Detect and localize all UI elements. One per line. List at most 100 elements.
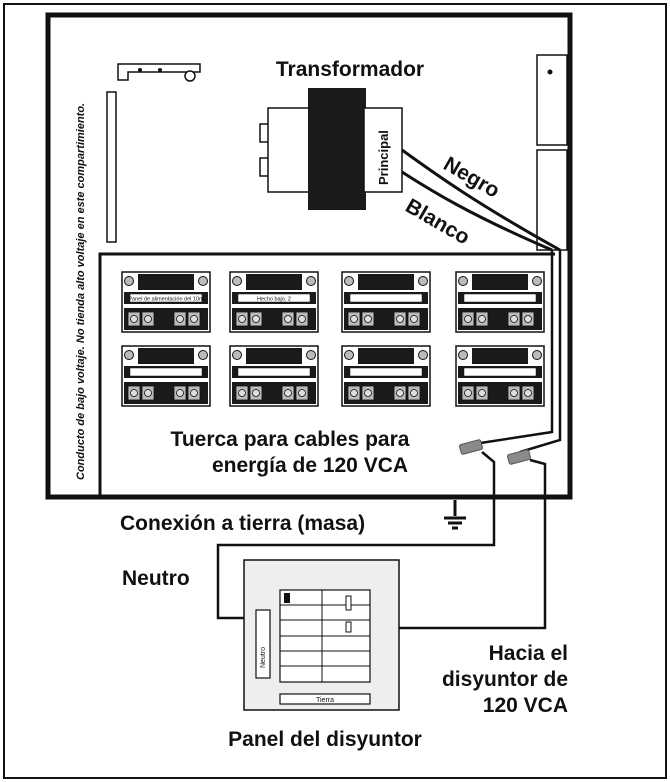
module-top-block: [246, 274, 302, 290]
module-terminal-screw: [524, 315, 532, 323]
module-terminal-screw: [176, 389, 184, 397]
module-terminal-screw: [238, 315, 246, 323]
hot-wire: [356, 458, 547, 630]
module-label-field: [129, 367, 203, 377]
module-terminal-screw: [144, 389, 152, 397]
wire-nut-label-1: Tuerca para cables para: [171, 428, 410, 451]
module-terminal-screw: [464, 389, 472, 397]
power-module: Panel de alimentación del 10m: [121, 271, 211, 333]
module-label-field: [349, 293, 423, 303]
module-label-field: [237, 367, 311, 377]
power-module: [455, 271, 545, 333]
bracket-screw: [184, 70, 196, 82]
module-label-field: [463, 293, 537, 303]
module-terminal-screw: [478, 315, 486, 323]
power-module: [229, 345, 319, 407]
module-terminal-screw: [252, 389, 260, 397]
module-screw: [532, 350, 542, 360]
module-terminal-screw: [238, 389, 246, 397]
power-module: [121, 345, 211, 407]
mount-bracket: [117, 63, 201, 81]
bracket-screw: [158, 68, 162, 72]
module-terminal-screw: [464, 315, 472, 323]
panel-ground-label: Tierra: [316, 697, 334, 704]
module-top-block: [246, 348, 302, 364]
module-screw: [306, 350, 316, 360]
left-rail: [106, 91, 117, 243]
door-latch: [536, 54, 568, 146]
enclosure: [45, 12, 573, 500]
side-note: Conducto de bajo voltaje. No tienda alto…: [75, 103, 87, 480]
module-terminal-screw: [144, 315, 152, 323]
breaker-switch: [345, 621, 352, 633]
module-label: Hecho bajo. 2: [257, 297, 291, 303]
module-top-block: [138, 348, 194, 364]
transformer-primary-coil: [363, 107, 403, 193]
latch-lower: [536, 149, 568, 251]
power-module: [341, 271, 431, 333]
module-terminal-screw: [252, 315, 260, 323]
module-screw: [124, 276, 134, 286]
module-top-block: [472, 348, 528, 364]
to-breaker-label-3: 120 VCA: [483, 694, 568, 717]
wire-nut-label-2: energía de 120 VCA: [212, 454, 408, 477]
compartment-divider: [98, 252, 555, 497]
module-terminal-screw: [396, 315, 404, 323]
module-terminal-screw: [298, 389, 306, 397]
module-label-field: [349, 367, 423, 377]
module-label-field: [463, 367, 537, 377]
module-terminal-screw: [350, 315, 358, 323]
module-terminal-screw: [130, 315, 138, 323]
module-top-block: [472, 274, 528, 290]
power-module: [455, 345, 545, 407]
module-terminal-screw: [176, 315, 184, 323]
power-module: Hecho bajo. 2: [229, 271, 319, 333]
module-screw: [532, 276, 542, 286]
transformer-label: Transformador: [276, 58, 424, 81]
module-terminal-screw: [364, 389, 372, 397]
power-module: [341, 345, 431, 407]
breaker-switch: [345, 595, 352, 611]
to-breaker-label-2: disyuntor de: [442, 668, 568, 691]
module-label-field: [237, 293, 311, 303]
module-screw: [306, 276, 316, 286]
wire-nut: [459, 439, 483, 455]
black-wire: [401, 148, 561, 252]
module-screw: [124, 350, 134, 360]
module-screw: [418, 350, 428, 360]
module-screw: [198, 350, 208, 360]
module-terminal-screw: [130, 389, 138, 397]
black-wire-down: [519, 250, 562, 454]
module-terminal-screw: [410, 315, 418, 323]
neutral-bar: [255, 609, 271, 679]
wire-nut: [507, 449, 531, 465]
module-terminal-screw: [190, 389, 198, 397]
module-terminal-screw: [298, 315, 306, 323]
primary-label: Principal: [376, 130, 391, 185]
white-wire: [401, 170, 553, 252]
module-top-block: [358, 348, 414, 364]
module-screw: [418, 276, 428, 286]
module-top-block: [138, 274, 194, 290]
module-terminal-screw: [410, 389, 418, 397]
module-terminal-screw: [350, 389, 358, 397]
panel-neutral-label: Neutro: [260, 647, 267, 668]
neutral-wire: [216, 451, 496, 620]
module-terminal-screw: [510, 315, 518, 323]
module-terminal-screw: [190, 315, 198, 323]
module-label-field: [129, 293, 203, 303]
white-wire-down: [473, 250, 554, 446]
module-grid: Panel de alimentación del 10m Hecho bajo.…: [121, 271, 545, 407]
ground-bar: [279, 693, 371, 705]
module-terminal-screw: [364, 315, 372, 323]
module-screw: [198, 276, 208, 286]
module-screw: [344, 276, 354, 286]
module-top-block: [358, 274, 414, 290]
ground-label: Conexión a tierra (masa): [120, 512, 365, 535]
transformer-left-coil: [267, 107, 311, 193]
neutral-label: Neutro: [122, 567, 190, 590]
module-terminal-screw: [284, 389, 292, 397]
module-screw: [232, 276, 242, 286]
module-terminal-screw: [396, 389, 404, 397]
